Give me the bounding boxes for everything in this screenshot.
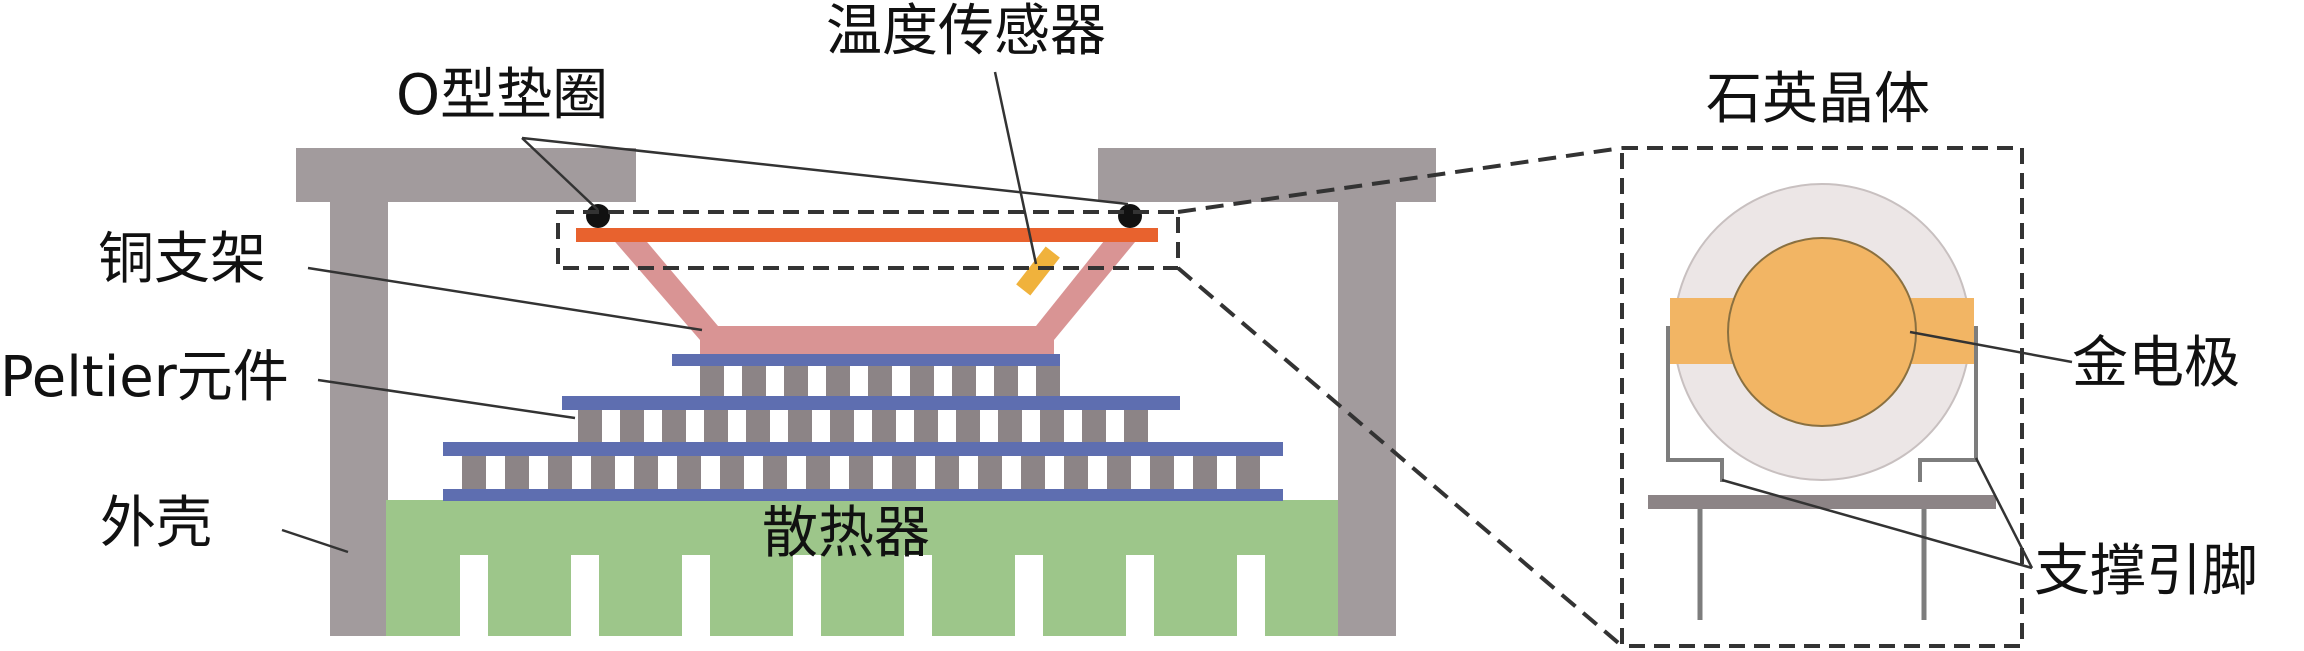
temperature-sensor [1016,246,1060,296]
o-ring-left [586,204,610,228]
quartz-plate [576,228,1158,242]
peltier-plate-1 [443,489,1283,501]
peltier-plate-3 [562,396,1180,410]
heatsink [386,500,1338,636]
leader-gold-electrode [1909,330,2073,364]
label-quartz-crystal: 石英晶体 [1706,67,1930,132]
leader-peltier [317,378,576,420]
peltier-plate-2 [443,442,1283,456]
label-heatsink: 散热器 [762,501,930,566]
leader-pin-left [1721,478,2033,570]
gold-electrode-disc [1727,237,1917,427]
leader-lines [281,71,2073,570]
label-o-ring: O型垫圈 [396,63,609,128]
label-gold-electrode: 金电极 [2072,331,2240,396]
support-pin-left [1666,326,1724,482]
detail-box [1620,146,2024,648]
peltier-pillars [462,364,1260,492]
housing [296,148,1436,636]
leader-o-ring-right [521,136,1129,206]
leader-housing [281,528,349,554]
zoom-line-top [1177,146,1623,214]
support-base [1648,495,1996,509]
heatsink-slots [460,555,1265,636]
label-peltier: Peltier元件 [0,345,289,410]
crystal-detail [1648,183,1996,620]
leader-temp-sensor [993,71,1038,265]
label-temp-sensor: 温度传感器 [826,0,1106,64]
housing-leg-left [330,202,388,636]
copper-bracket [610,236,1140,354]
zoom-line-bottom [1176,266,1624,648]
leader-copper-bracket [307,266,703,332]
peltier-plate-4 [672,354,1060,366]
housing-top-left [296,148,636,202]
label-support-pins: 支撑引脚 [2034,539,2258,604]
o-ring-right [1118,204,1142,228]
heatsink-body [386,500,1338,636]
leader-o-ring-left [521,137,599,211]
housing-leg-right [1338,202,1396,636]
label-copper-bracket: 铜支架 [98,227,266,292]
housing-top-right [1098,148,1436,202]
leader-pin-right [1974,457,2034,569]
label-housing: 外壳 [100,491,212,556]
peltier-plates [443,354,1283,501]
support-pin-right [1918,326,1978,482]
highlight-box-small [556,210,1180,270]
